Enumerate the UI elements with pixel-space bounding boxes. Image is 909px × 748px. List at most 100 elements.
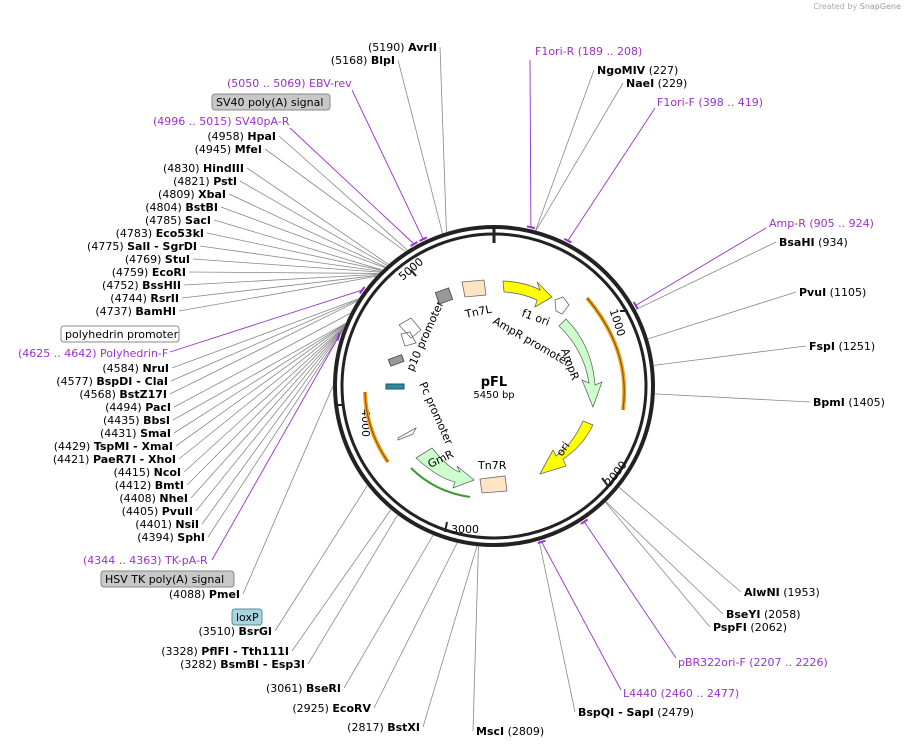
site-label-left[interactable]: (3061) BseRI [266,682,341,695]
site-connector [653,345,807,366]
site-label-left[interactable]: (4408) NheI [119,492,188,505]
site-enzyme: BspDI - ClaI [96,375,168,388]
primer-connector [635,227,767,306]
feature-tn7r[interactable] [479,475,508,494]
site-label-left[interactable]: (4744) RsrII [110,292,179,305]
site-label-left[interactable]: (4431) SmaI [100,427,171,440]
primer-tk-pa-r[interactable]: (4344 .. 4363) TK-pA-R [83,554,208,567]
site-position: (5168) [331,54,371,67]
feature-loxp-box[interactable] [385,383,405,390]
site-label-left[interactable]: (3328) PflFI - Tth111I [161,645,289,658]
site-label-left[interactable]: (4830) HindIII [163,162,244,175]
site-label-right[interactable]: FspI (1251) [809,340,875,353]
site-label-right[interactable]: BpmI (1405) [813,396,885,409]
site-label-right[interactable]: AlwNI (1953) [744,586,820,599]
site-label-left[interactable]: (4775) SalI - SgrDI [87,240,197,253]
site-label-left[interactable]: (4584) NruI [102,362,169,375]
site-enzyme: NcoI [154,466,181,479]
feature-sv40-polya-box[interactable] [434,287,454,305]
site-position: (4783) [116,227,156,240]
site-label-left[interactable]: (4783) Eco53kI [116,227,204,240]
primer-ebv-rev[interactable]: (5050 .. 5069) EBV-rev [227,77,352,90]
primer-site-mark [410,241,418,247]
site-label-left[interactable]: (4568) BstZ17I [79,388,167,401]
site-position: (4584) [102,362,142,375]
site-enzyme: BsrGI [239,625,272,638]
feature-ori[interactable] [539,420,594,475]
site-label-left[interactable]: (4945) MfeI [195,143,262,156]
site-label-left[interactable]: (4435) BbsI [103,414,170,427]
site-label-left[interactable]: (2925) EcoRV [292,702,371,715]
site-label-left[interactable]: (4494) PacI [105,401,171,414]
site-label-right[interactable]: MscI (2809) [476,725,544,738]
site-label-right[interactable]: BseYI (2058) [726,608,801,621]
site-label-left[interactable]: (4401) NsiI [135,518,199,531]
site-label-right[interactable]: PvuI (1105) [799,286,866,299]
primer-sv40pa-r[interactable]: (4996 .. 5015) SV40pA-R [153,115,290,128]
primer-polyhedrin-f[interactable]: (4625 .. 4642) Polyhedrin-F [18,347,168,360]
site-enzyme: FspI [809,340,835,353]
site-label-left[interactable]: (4429) TspMI - XmaI [54,440,173,453]
box-loxp[interactable] [231,608,263,626]
feature-misc-box[interactable] [387,354,405,367]
site-label-left[interactable]: (4421) PaeR7I - XhoI [53,453,176,466]
site-label-left[interactable]: (4752) BssHII [102,279,181,292]
site-labels-left: (5190) AvrII(5168) BlpI (4958) HpaI(4945)… [53,41,437,734]
site-label-left[interactable]: (4412) BmtI [115,479,184,492]
box-hsv-tk-polya[interactable] [100,570,235,588]
site-connector [170,299,359,382]
site-label-left[interactable]: (4577) BspDI - ClaI [56,375,168,388]
site-label-left[interactable]: (4809) XbaI [158,188,226,201]
site-enzyme: AvrII [408,41,437,54]
box-polyhedrin-promoter[interactable] [60,325,180,343]
site-position: (2925) [292,702,332,715]
site-label-left[interactable]: (4821) PstI [173,175,237,188]
site-label-left[interactable]: (4785) SacI [145,214,211,227]
site-connector [246,167,389,265]
primer-site-mark [537,539,546,545]
feature-pc-promoter[interactable] [397,427,417,441]
feature-f1-ori[interactable] [502,280,553,308]
feature-gmr[interactable] [415,447,475,489]
site-label-left[interactable]: (4737) BamHI [95,305,176,318]
site-label-left[interactable]: (4415) NcoI [114,466,181,479]
site-label-right[interactable]: BsaHI (934) [779,236,848,249]
site-enzyme: PvuII [162,505,193,518]
feature-p10-promoter[interactable] [398,317,422,347]
site-position: (4435) [103,414,143,427]
feature-ampr[interactable] [558,318,603,409]
site-label-left[interactable]: (4958) HpaI [207,130,276,143]
site-label-left[interactable]: (4088) PmeI [169,588,240,601]
credit-prefix: Created by [813,2,858,11]
primer-f1ori-r[interactable]: F1ori-R (189 .. 208) [535,45,642,58]
primer-pbr322ori-f[interactable]: pBR322ori-F (2207 .. 2226) [678,656,828,669]
site-label-left[interactable]: (4759) EcoRI [112,266,186,279]
site-label-left[interactable]: (3510) BsrGI [198,625,272,638]
site-label-left[interactable]: (2817) BstXI [347,721,420,734]
site-label-right[interactable]: BspQI - SapI (2479) [578,706,694,719]
feature-tn7l[interactable] [461,279,487,298]
site-label-left[interactable]: (4394) SphI [137,531,205,544]
site-label-left[interactable]: (4769) StuI [125,253,190,266]
site-connector [207,330,344,538]
primer-amp-r[interactable]: Amp-R (905 .. 924) [769,217,874,230]
site-label-left[interactable]: (5168) BlpI [331,54,395,67]
box-sv40-polya[interactable] [211,93,331,111]
site-label-left[interactable]: (3282) BsmBI - Esp3I [180,658,305,671]
site-label-left[interactable]: (4804) BstBI [145,201,218,214]
site-connector [169,300,358,395]
site-label-right[interactable]: NgoMIV (227) [597,64,678,77]
site-label-left[interactable]: (4405) PvuII [122,505,193,518]
site-position: (4394) [137,531,177,544]
site-labels-right: NgoMIV (227)NaeI (229) BsaHI (934) PvuI (1… [476,64,885,738]
site-label-right[interactable]: PspFI (2062) [713,621,787,634]
feature-label-f1-ori: f1 ori [520,307,551,329]
site-connector [183,326,345,473]
primer-l4440[interactable]: L4440 (2460 .. 2477) [623,687,739,700]
feature-ampr-promoter[interactable] [554,296,570,315]
primer-f1ori-f[interactable]: F1ori-F (398 .. 419) [657,96,763,109]
site-enzyme: BseRI [306,682,341,695]
site-label-right[interactable]: NaeI (229) [626,77,687,90]
site-enzyme: HpaI [247,130,276,143]
site-label-left[interactable]: (5190) AvrII [368,41,437,54]
